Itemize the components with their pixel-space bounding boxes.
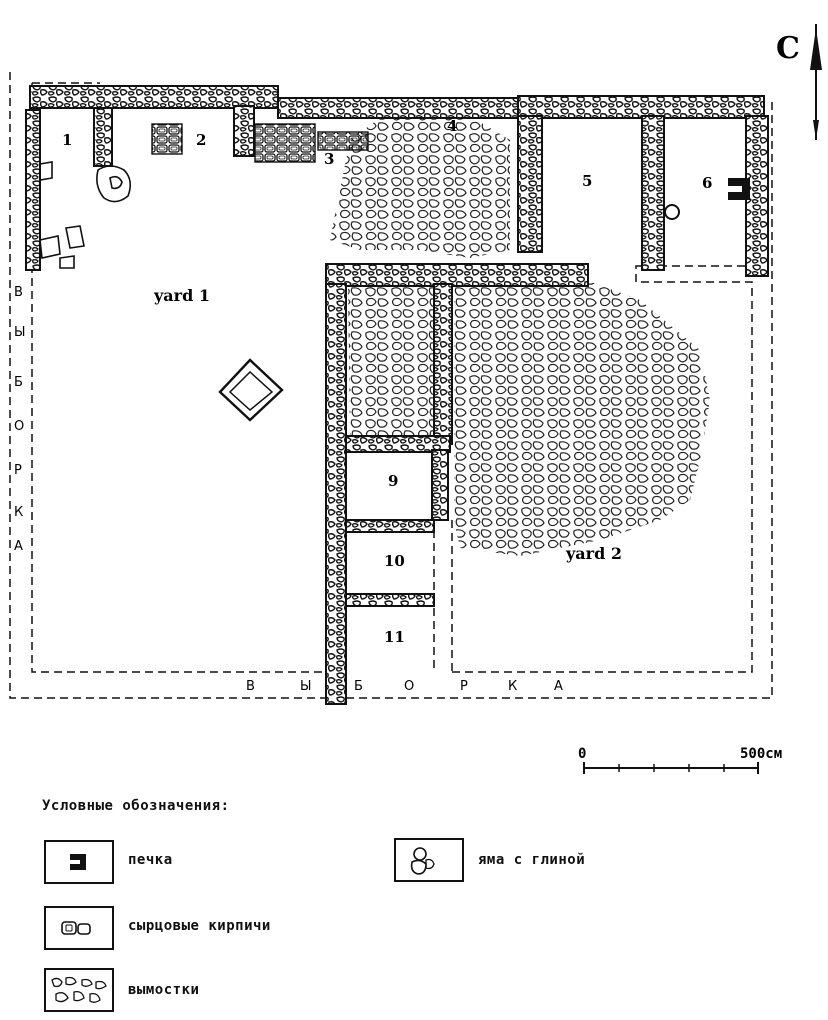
scale-end: 500см: [740, 746, 782, 762]
room-label-2: 2: [196, 131, 206, 149]
legend-bricks-label: сырцовые кирпичи: [128, 918, 271, 934]
mud-brick-icon: [61, 921, 91, 935]
svg-text:Р: Р: [460, 679, 468, 694]
legend-oven-box: [44, 840, 114, 884]
svg-text:C: C: [776, 31, 800, 66]
yard-2-label: yard 2: [565, 544, 622, 563]
svg-text:Ы: Ы: [300, 679, 311, 694]
legend-title: Условные обозначения:: [42, 798, 230, 814]
mud-bricks: [151, 123, 369, 163]
scale-bar: 0 500см: [578, 746, 782, 774]
room-label-11: 11: [384, 628, 405, 646]
yard-1-label: yard 1: [153, 286, 210, 305]
legend-bricks-box: [44, 906, 114, 950]
room-label-5: 5: [582, 172, 592, 190]
svg-text:О: О: [404, 679, 414, 694]
svg-text:В: В: [14, 285, 23, 300]
svg-text:А: А: [554, 679, 563, 694]
room1-features: [39, 161, 132, 269]
legend-pit-box: [394, 838, 464, 882]
legend-paving-label: вымостки: [128, 982, 200, 998]
room-label-10: 10: [384, 552, 405, 570]
room-label-9: 9: [388, 472, 398, 490]
room-labels: 1 2 3 4 5 6 9 10 11: [62, 117, 712, 646]
vyborka-left-label: В Ы Б О Р К А: [14, 285, 25, 554]
vyborka-bottom-label: В Ы Б О Р К А: [246, 679, 563, 694]
room-label-6: 6: [702, 174, 712, 192]
svg-text:В: В: [246, 679, 255, 694]
legend-oven-label: печка: [128, 852, 173, 868]
oven-room6: [664, 178, 750, 220]
north-arrow: C: [776, 24, 822, 140]
svg-text:Ы: Ы: [14, 325, 25, 340]
oven-icon: [70, 854, 86, 870]
room-label-4: 4: [447, 117, 457, 135]
stone-paving: [330, 112, 710, 556]
legend-pit-label: яма с глиной: [478, 852, 586, 868]
svg-text:Б: Б: [14, 375, 23, 390]
svg-text:Б: Б: [354, 679, 363, 694]
svg-text:К: К: [14, 505, 23, 520]
svg-text:К: К: [508, 679, 517, 694]
scale-start: 0: [578, 746, 586, 762]
svg-text:А: А: [14, 539, 23, 554]
room-label-3: 3: [324, 150, 334, 168]
svg-text:О: О: [14, 419, 24, 434]
paving-stones-icon: [51, 976, 107, 1003]
room-label-1: 1: [62, 131, 72, 149]
clay-pit-icon: [410, 847, 435, 875]
legend-paving-box: [44, 968, 114, 1012]
stone-walls: [25, 85, 769, 705]
yard1-stone-slab: [218, 358, 284, 422]
svg-text:Р: Р: [14, 463, 22, 478]
